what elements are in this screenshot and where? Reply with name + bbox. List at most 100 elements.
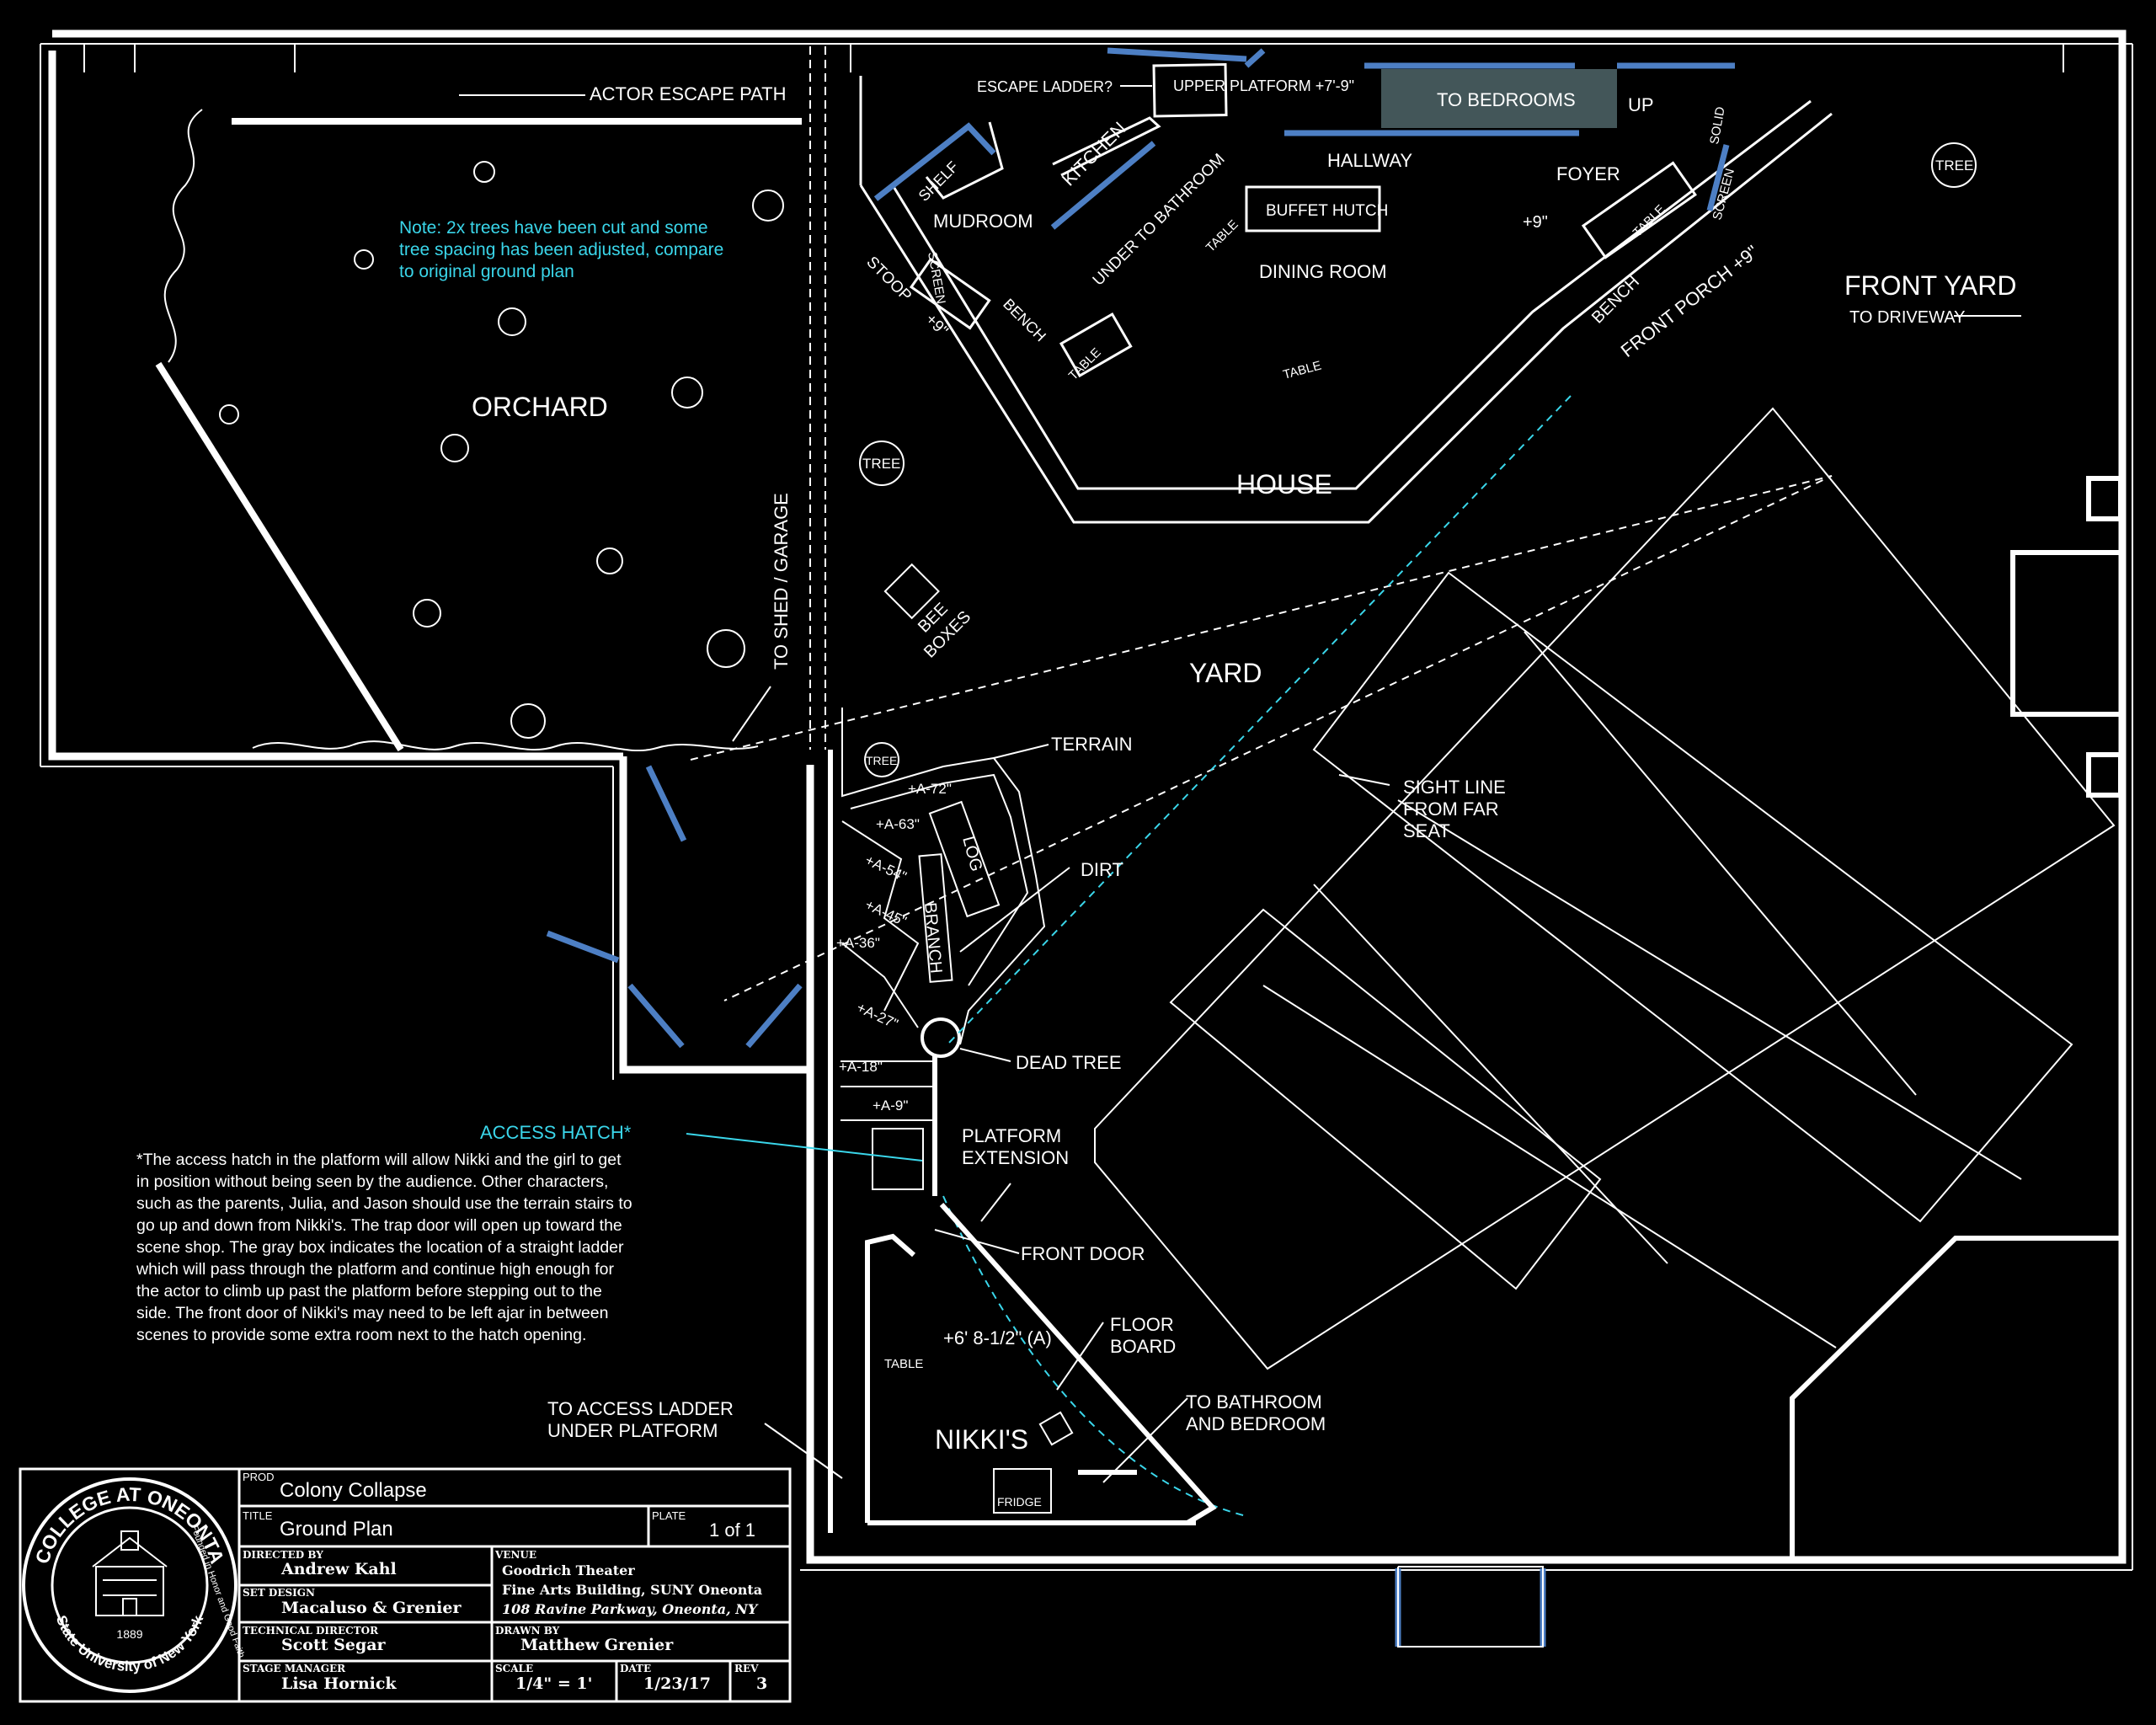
scale-value: 1/4" = 1': [515, 1674, 593, 1693]
terrain: [828, 708, 1046, 1533]
audience-seating: [1094, 407, 2116, 1370]
hatch-note-line: which will pass through the platform and…: [136, 1260, 614, 1279]
label-terrain: TERRAIN: [1051, 734, 1133, 755]
label-to-access-2: UNDER PLATFORM: [547, 1420, 718, 1441]
production-title: Colony Collapse: [280, 1479, 427, 1502]
label-sight-line-1: SIGHT LINE: [1403, 777, 1506, 798]
floor-board: [1038, 1411, 1074, 1446]
date-label: DATE: [620, 1663, 652, 1674]
label-house: HOUSE: [1236, 469, 1332, 499]
label-dining-room: DINING ROOM: [1259, 261, 1387, 282]
label-a54: +A-54": [862, 852, 909, 884]
label-stoop: STOOP: [862, 254, 915, 306]
sight-lines: [690, 395, 1833, 1517]
stage-manager-label: STAGE MANAGER: [243, 1663, 346, 1674]
drawing-title: Ground Plan: [280, 1518, 393, 1541]
label-sight-line-3: SEAT: [1403, 820, 1450, 841]
drawn-by-value: Matthew Grenier: [520, 1636, 674, 1654]
label-a18: +A-18": [839, 1059, 883, 1075]
label-front-porch: FRONT PORCH +9": [1617, 241, 1763, 361]
college-seal-logo: COLLEGE AT ONEONTA State University of N…: [22, 1477, 247, 1693]
label-log: LOG: [958, 835, 985, 874]
lobby-door: [1397, 1566, 1544, 1648]
label-fridge: FRIDGE: [997, 1495, 1042, 1509]
orchard-trees: [219, 161, 784, 739]
label-orchard: ORCHARD: [472, 392, 608, 422]
label-foyer-height: +9": [1523, 213, 1548, 232]
label-to-driveway: TO DRIVEWAY: [1849, 308, 1965, 327]
label-to-bedrooms: TO BEDROOMS: [1437, 89, 1576, 110]
drawn-by-label: DRAWN BY: [495, 1625, 560, 1637]
rev-value: 3: [756, 1674, 768, 1693]
access-hatch-note: *The access hatch in the platform will a…: [136, 1149, 632, 1346]
title-block: COLLEGE AT ONEONTA State University of N…: [19, 1467, 792, 1703]
label-platform-extension-2: EXTENSION: [962, 1147, 1069, 1168]
label-a63: +A-63": [876, 816, 920, 832]
label-to-bath-bed-1: TO BATHROOM: [1186, 1391, 1322, 1413]
label-tree-terrain: TREE: [866, 754, 897, 767]
label-access-hatch: ACCESS HATCH*: [480, 1122, 632, 1143]
orchard-fence: [155, 361, 404, 752]
tree-note-line: to original ground plan: [399, 262, 574, 281]
label-bench-porch: BENCH: [1588, 272, 1643, 327]
label-tree-yard: TREE: [862, 456, 900, 472]
scale-label: SCALE: [495, 1663, 534, 1674]
inner-wall-lines: [40, 43, 2133, 1571]
orchard-wavy-edge: [163, 109, 759, 752]
set-design-value: Macaluso & Grenier: [281, 1599, 462, 1617]
title-block-frame: COLLEGE AT ONEONTA State University of N…: [19, 1467, 792, 1703]
label-foyer: FOYER: [1556, 163, 1620, 184]
title-label: TITLE: [243, 1509, 273, 1522]
partition-lines: [809, 46, 826, 750]
venue-line-2: Fine Arts Building, SUNY Oneonta: [502, 1582, 763, 1598]
label-yard: YARD: [1189, 658, 1262, 688]
label-floor-board-1: FLOOR: [1110, 1314, 1174, 1335]
nikkis-room: [865, 1202, 1217, 1525]
technical-director-value: Scott Segar: [281, 1636, 386, 1654]
label-to-access-1: TO ACCESS LADDER: [547, 1398, 734, 1419]
label-sight-line-2: FROM FAR: [1403, 798, 1499, 820]
label-a9: +A-9": [873, 1097, 908, 1114]
label-mudroom: MUDROOM: [933, 211, 1033, 232]
label-stoop-height: +9": [921, 311, 951, 340]
label-to-shed: TO SHED / GARAGE: [771, 493, 792, 670]
venue-line-1: Goodrich Theater: [502, 1562, 635, 1578]
seal-year: 1889: [116, 1627, 142, 1641]
label-dead-tree: DEAD TREE: [1016, 1052, 1122, 1073]
venue-line-3: 108 Ravine Parkway, Oneonta, NY: [502, 1601, 758, 1617]
hatch-note-line: scenes to provide some extra room next t…: [136, 1326, 587, 1344]
hatch-note-line: in position without being seen by the au…: [136, 1172, 609, 1191]
label-dirt: DIRT: [1081, 859, 1123, 880]
label-table-dining-left: TABLE: [1203, 217, 1241, 255]
label-screen-stoop: SCREEN: [925, 251, 948, 306]
set-design-label: SET DESIGN: [243, 1587, 315, 1599]
label-solid: SOLID: [1707, 105, 1728, 145]
label-tree-frontyard: TREE: [1935, 158, 1973, 174]
label-platform-height: +6' 8-1/2" (A): [943, 1327, 1052, 1348]
stage-manager-value: Lisa Hornick: [281, 1674, 397, 1693]
label-platform-extension-1: PLATFORM: [962, 1125, 1061, 1146]
label-up: UP: [1628, 94, 1654, 115]
label-table-dining: TABLE: [1282, 358, 1323, 382]
label-bench-mudroom: BENCH: [1000, 296, 1049, 345]
label-kitchen: KITCHEN: [1058, 118, 1130, 190]
date-value: 1/23/17: [643, 1674, 711, 1693]
label-a45: +A-45": [862, 896, 909, 929]
label-buffet-hutch: BUFFET HUTCH: [1266, 202, 1388, 220]
label-branch: BRANCH: [921, 902, 945, 975]
hatch-note-line: go up and down from Nikki's. The trap do…: [136, 1216, 622, 1235]
label-escape-ladder: ESCAPE LADDER?: [977, 78, 1113, 95]
exterior-walls: [48, 29, 2127, 1564]
rev-label: REV: [734, 1663, 759, 1674]
label-hallway: HALLWAY: [1327, 150, 1412, 171]
hatch-note-line: *The access hatch in the platform will a…: [136, 1151, 622, 1169]
label-nikkis: NIKKI'S: [935, 1424, 1028, 1455]
tree-note-line: tree spacing has been adjusted, compare: [399, 240, 724, 259]
label-under-to-bathroom: UNDER TO BATHROOM: [1090, 151, 1229, 290]
label-a36: +A-36": [836, 935, 880, 951]
house-walls: [859, 62, 1833, 524]
directed-by-value: Andrew Kahl: [281, 1560, 397, 1578]
yard-trees: [859, 142, 1977, 777]
to-bedrooms-highlight: [1381, 69, 1617, 128]
plate-label: PLATE: [652, 1509, 686, 1522]
